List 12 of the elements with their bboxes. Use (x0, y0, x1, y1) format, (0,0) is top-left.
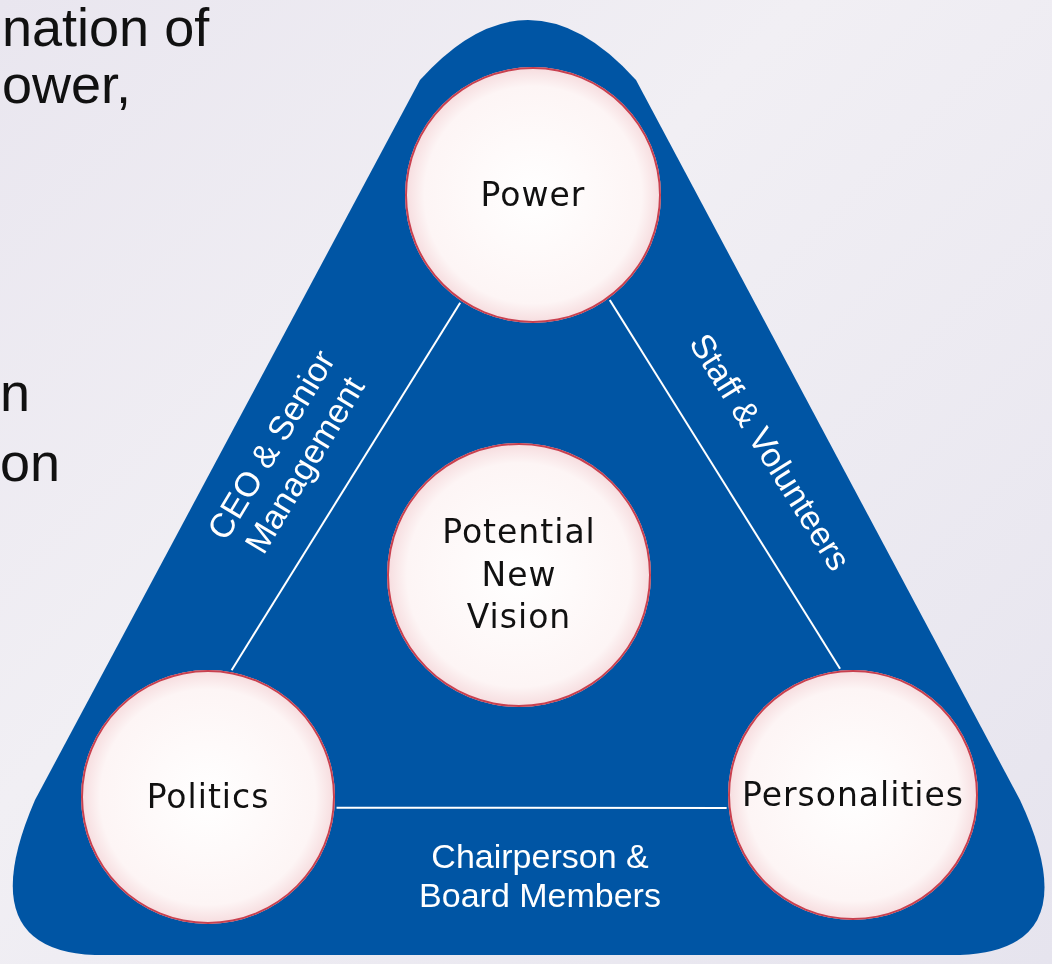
node-label: Power (479, 173, 587, 216)
text-fragment: ower, (2, 57, 132, 111)
text-fragment: n (0, 365, 31, 419)
node-label: Politics (145, 775, 271, 818)
edge-label: Chairperson & Board Members (418, 836, 662, 916)
connector-line (335, 806, 728, 809)
connector-line (230, 301, 462, 672)
text-fragment: nation of (2, 0, 210, 54)
node-label: Personalities (740, 773, 966, 816)
connector-line (608, 298, 842, 670)
text-fragment: on (0, 435, 61, 489)
node-label: Potential New Vision (441, 510, 597, 639)
